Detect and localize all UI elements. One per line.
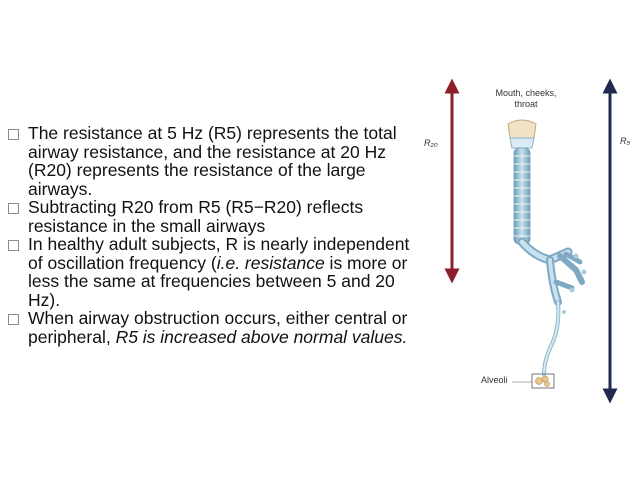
airway-figure <box>444 78 618 404</box>
bullet-text-part: Subtracting R20 from R5 (R5−R20) reflect… <box>28 197 364 236</box>
bullet-list: The resistance at 5 Hz (R5) represents t… <box>8 124 426 346</box>
bullet-item: When airway obstruction occurs, either c… <box>8 309 426 346</box>
bullet-item: The resistance at 5 Hz (R5) represents t… <box>8 124 426 198</box>
bullet-text-part: i.e. resistance <box>216 252 325 273</box>
bullet-text: Subtracting R20 from R5 (R5−R20) reflect… <box>28 198 426 235</box>
figure-label-mouth-line1: Mouth, cheeks, <box>495 88 557 98</box>
figure-label-r5: R₅ <box>620 136 631 146</box>
bullet-text-part: R5 is increased above normal values. <box>115 326 408 347</box>
bullet-text-part: is more or less the same at frequencies … <box>28 252 408 310</box>
bullet-text: When airway obstruction occurs, either c… <box>28 309 426 346</box>
bullet-item: In healthy adult subjects, R is nearly i… <box>8 235 426 309</box>
bullet-text-part: When airway obstruction occurs, either c… <box>28 308 408 347</box>
larynx-shape <box>507 119 537 149</box>
figure-label-r20: R₂₀ <box>424 138 438 148</box>
alveoli-shape <box>512 373 555 389</box>
figure-label-mouth-line2: throat <box>514 99 538 109</box>
bullet-marker-icon <box>8 314 19 325</box>
bullet-text: In healthy adult subjects, R is nearly i… <box>28 235 426 309</box>
bullet-text: The resistance at 5 Hz (R5) represents t… <box>28 124 426 198</box>
bullet-text-part: In healthy adult subjects, R is nearly i… <box>28 234 410 273</box>
bullet-text-part: The resistance at 5 Hz (R5) represents t… <box>28 123 397 199</box>
trachea-shape <box>513 147 531 245</box>
bullet-marker-icon <box>8 240 19 251</box>
figure-label-alveoli: Alveoli <box>481 375 508 385</box>
bronchi-shape <box>517 237 587 376</box>
bullet-marker-icon <box>8 129 19 140</box>
figure-label-mouth: Mouth, cheeks, throat <box>486 88 566 110</box>
bullet-item: Subtracting R20 from R5 (R5−R20) reflect… <box>8 198 426 235</box>
bullet-marker-icon <box>8 203 19 214</box>
